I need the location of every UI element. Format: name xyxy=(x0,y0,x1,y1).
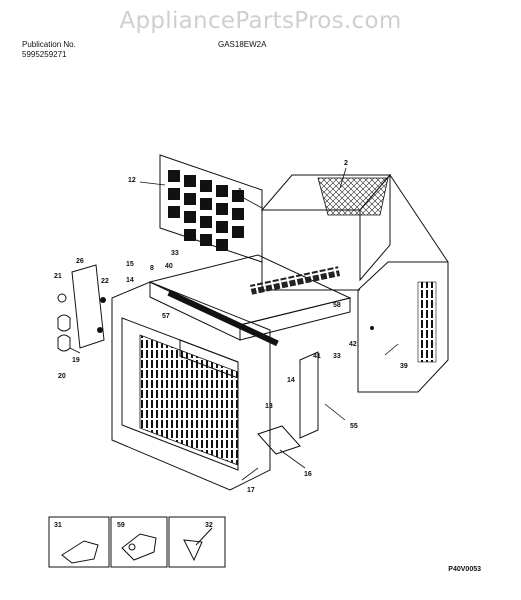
callout-31: 31 xyxy=(54,522,62,529)
callout-55: 55 xyxy=(350,423,358,430)
callout-12: 12 xyxy=(128,177,136,184)
callout-26: 26 xyxy=(76,258,84,265)
front-panel xyxy=(111,281,271,491)
accessory-box-31 xyxy=(48,516,110,568)
callout-20: 20 xyxy=(58,373,66,380)
callout-33b: 33 xyxy=(333,353,341,360)
callout-15: 15 xyxy=(126,261,134,268)
callout-16: 16 xyxy=(304,471,312,478)
callout-22: 22 xyxy=(101,278,109,285)
callout-57: 57 xyxy=(162,313,170,320)
cabinet-wrapper xyxy=(260,173,449,393)
callout-40: 40 xyxy=(165,263,173,270)
callout-41: 41 xyxy=(313,353,321,360)
callout-59: 59 xyxy=(117,522,125,529)
drain-pan xyxy=(257,425,301,455)
callout-13: 13 xyxy=(265,403,273,410)
callout-19: 19 xyxy=(72,357,80,364)
control-panel xyxy=(57,264,106,349)
callout-8: 8 xyxy=(150,265,154,272)
callout-21: 21 xyxy=(54,273,62,280)
callout-58: 58 xyxy=(333,302,341,309)
callout-14b: 14 xyxy=(287,377,295,384)
callout-14: 14 xyxy=(126,277,134,284)
publication-block: Publication No. 5995259271 xyxy=(22,40,76,60)
callout-labels: 1 2 12 21 26 22 19 20 15 14 8 40 33 57 5… xyxy=(54,160,408,529)
control-knobs xyxy=(57,314,71,352)
accessory-box-59 xyxy=(110,516,168,568)
callout-42: 42 xyxy=(349,341,357,348)
callout-32: 32 xyxy=(205,522,213,529)
accessory-box-32 xyxy=(168,516,226,568)
front-grille-assembly xyxy=(148,254,352,347)
publication-number: 5995259271 xyxy=(22,50,67,59)
diagram-code: P40V0053 xyxy=(448,566,481,573)
callout-39: 39 xyxy=(400,363,408,370)
model-number: GAS18EW2A xyxy=(218,40,267,49)
side-panel xyxy=(299,351,319,439)
site-watermark: AppliancePartsPros.com xyxy=(119,8,402,34)
leader-lines xyxy=(69,167,399,481)
callout-1: 1 xyxy=(238,188,242,195)
air-filter xyxy=(159,154,263,263)
callout-2: 2 xyxy=(344,160,348,167)
publication-label: Publication No. xyxy=(22,40,76,49)
callout-33: 33 xyxy=(171,250,179,257)
callout-17: 17 xyxy=(247,487,255,494)
